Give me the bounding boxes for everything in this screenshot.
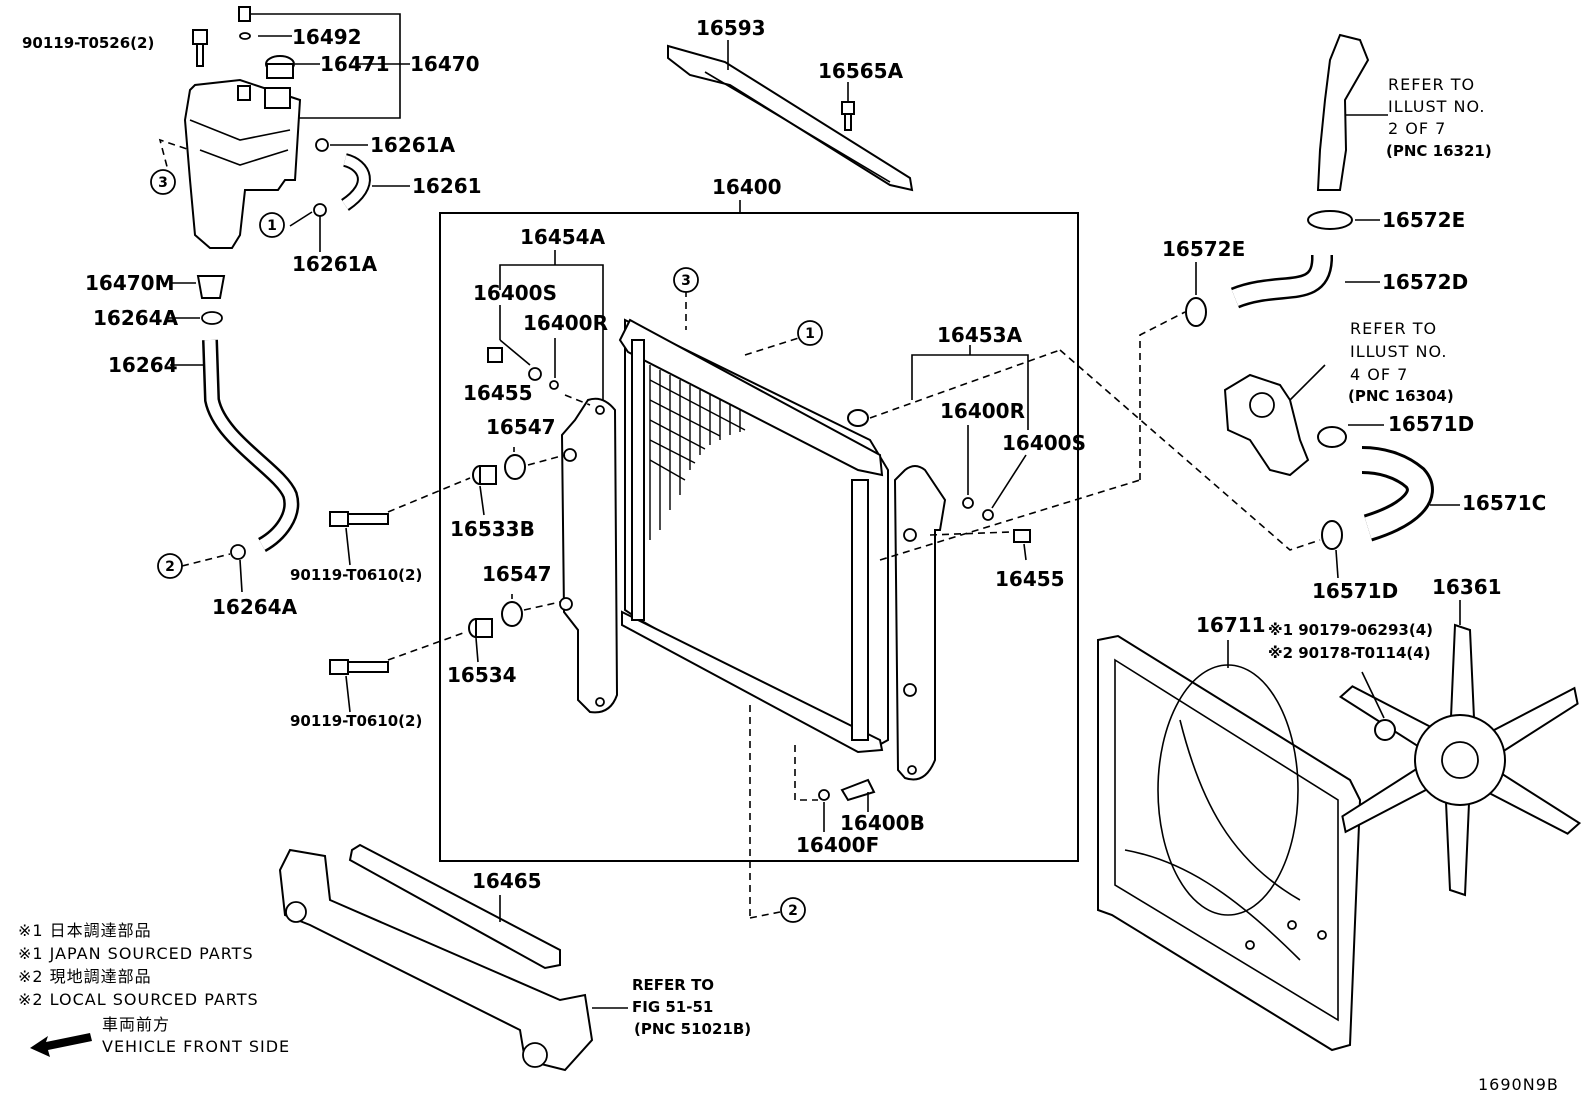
seal-strip	[348, 843, 561, 970]
label-16454a: 16454A	[520, 225, 606, 249]
ref-fig51-line2: FIG 51-51	[632, 998, 713, 1016]
label-16264: 16264	[108, 353, 178, 377]
label-16455-right: 16455	[995, 567, 1065, 591]
legend-local-sourced-en: ※2 LOCAL SOURCED PARTS	[18, 990, 259, 1009]
diagram-id: 1690N9B	[1478, 1075, 1559, 1094]
cooling-fan	[1338, 623, 1582, 897]
vehicle-front-arrow-icon	[30, 1033, 92, 1057]
label-16400s-right: 16400S	[1002, 431, 1086, 455]
part-labels: 90119-T0526(2) 16492 16471 16470 16261A …	[22, 16, 1546, 893]
label-16264a-top: 16264A	[93, 306, 179, 330]
label-16400r-left: 16400R	[523, 311, 608, 335]
ref-illust2-line4: (PNC 16321)	[1386, 142, 1492, 160]
label-16711: 16711	[1196, 613, 1266, 637]
radiator-assembly-box	[439, 212, 1079, 862]
water-hose-group	[869, 33, 1460, 579]
label-16361: 16361	[1432, 575, 1502, 599]
ref-illust4-line3: 4 OF 7	[1350, 365, 1408, 384]
ref-illust4-line4: (PNC 16304)	[1348, 387, 1454, 405]
label-16400f: 16400F	[796, 833, 879, 857]
legend-japan-sourced-en: ※1 JAPAN SOURCED PARTS	[18, 944, 254, 963]
label-90119-t0526: 90119-T0526(2)	[22, 34, 154, 52]
svg-text:3: 3	[158, 175, 168, 191]
top-cover-group	[667, 40, 914, 192]
ref-fig51-line1: REFER TO	[632, 976, 714, 994]
label-90119-t0610-bottom: 90119-T0610(2)	[290, 712, 422, 730]
label-16465: 16465	[472, 869, 542, 893]
label-16565a: 16565A	[818, 59, 904, 83]
label-16470: 16470	[410, 52, 480, 76]
ref-illust2-line2: ILLUST NO.	[1388, 97, 1485, 116]
connector-1-radiator	[797, 320, 823, 346]
connector-1-tank	[259, 212, 285, 238]
label-16470m: 16470M	[85, 271, 174, 295]
svg-text:1: 1	[805, 326, 815, 342]
label-16571c: 16571C	[1462, 491, 1546, 515]
fan-shroud-group	[1097, 634, 1362, 1052]
svg-text:1: 1	[267, 218, 277, 234]
ref-illust4-line2: ILLUST NO.	[1350, 342, 1447, 361]
label-16455-left: 16455	[463, 381, 533, 405]
connector-3-radiator	[673, 267, 699, 293]
label-16261a-bottom: 16261A	[292, 252, 378, 276]
legend-front-jp: 車両前方	[102, 1015, 170, 1034]
water-inlet-housing	[1223, 373, 1310, 477]
reservoir-tank-group	[158, 6, 410, 593]
label-90119-t0610-top: 90119-T0610(2)	[290, 566, 422, 584]
right-support-bracket	[893, 465, 947, 781]
label-16471: 16471	[320, 52, 390, 76]
label-16572e-left: 16572E	[1162, 237, 1245, 261]
connector-callouts: 3 1 2 3 1 2	[150, 169, 823, 923]
label-16571d-bottom: 16571D	[1312, 579, 1398, 603]
cooling-fan-group	[1338, 600, 1582, 897]
legend-japan-sourced-jp: ※1 日本調達部品	[18, 921, 152, 940]
legend-front-en: VEHICLE FRONT SIDE	[102, 1037, 290, 1056]
label-16572e-top: 16572E	[1382, 208, 1465, 232]
ref-illust2-line3: 2 OF 7	[1388, 119, 1446, 138]
label-16593: 16593	[696, 16, 766, 40]
reservoir-cap-pin	[238, 6, 251, 22]
label-16261: 16261	[412, 174, 482, 198]
label-16571d-top: 16571D	[1388, 412, 1474, 436]
svg-text:2: 2	[788, 903, 798, 919]
svg-text:3: 3	[681, 273, 691, 289]
label-note2-part: ※2 90178-T0114(4)	[1268, 644, 1431, 662]
label-16264a-bottom: 16264A	[212, 595, 298, 619]
lower-support-group	[278, 843, 628, 1072]
svg-text:2: 2	[165, 559, 175, 575]
label-note1-part: ※1 90179-06293(4)	[1268, 621, 1433, 639]
reference-notes: REFER TO ILLUST NO. 2 OF 7 (PNC 16321) R…	[632, 75, 1492, 1038]
label-16453a: 16453A	[937, 323, 1023, 347]
connector-2-tank	[157, 553, 183, 579]
label-16547-top: 16547	[486, 415, 556, 439]
radiator-assembly-group	[329, 200, 1079, 919]
label-16400: 16400	[712, 175, 782, 199]
ref-illust4-line1: REFER TO	[1350, 319, 1437, 338]
label-16400r-right: 16400R	[940, 399, 1025, 423]
label-16572d: 16572D	[1382, 270, 1468, 294]
label-16400b: 16400B	[840, 811, 925, 835]
label-16400s-left: 16400S	[473, 281, 557, 305]
legend-local-sourced-jp: ※2 現地調達部品	[18, 967, 152, 986]
legend: ※1 日本調達部品 ※1 JAPAN SOURCED PARTS ※2 現地調達…	[18, 921, 290, 1057]
ref-fig51-line3: (PNC 51021B)	[634, 1020, 751, 1038]
label-16533b: 16533B	[450, 517, 535, 541]
label-16534: 16534	[447, 663, 517, 687]
lower-radiator-support	[278, 848, 594, 1072]
label-16492: 16492	[292, 25, 362, 49]
fan-shroud	[1097, 634, 1362, 1052]
label-16547-bottom: 16547	[482, 562, 552, 586]
left-support-bracket	[560, 397, 619, 714]
connector-2-radiator	[780, 897, 806, 923]
ref-illust2-line1: REFER TO	[1388, 75, 1475, 94]
radiator-upper-support	[667, 44, 914, 192]
connector-3-tank	[150, 169, 176, 195]
label-16261a-top: 16261A	[370, 133, 456, 157]
